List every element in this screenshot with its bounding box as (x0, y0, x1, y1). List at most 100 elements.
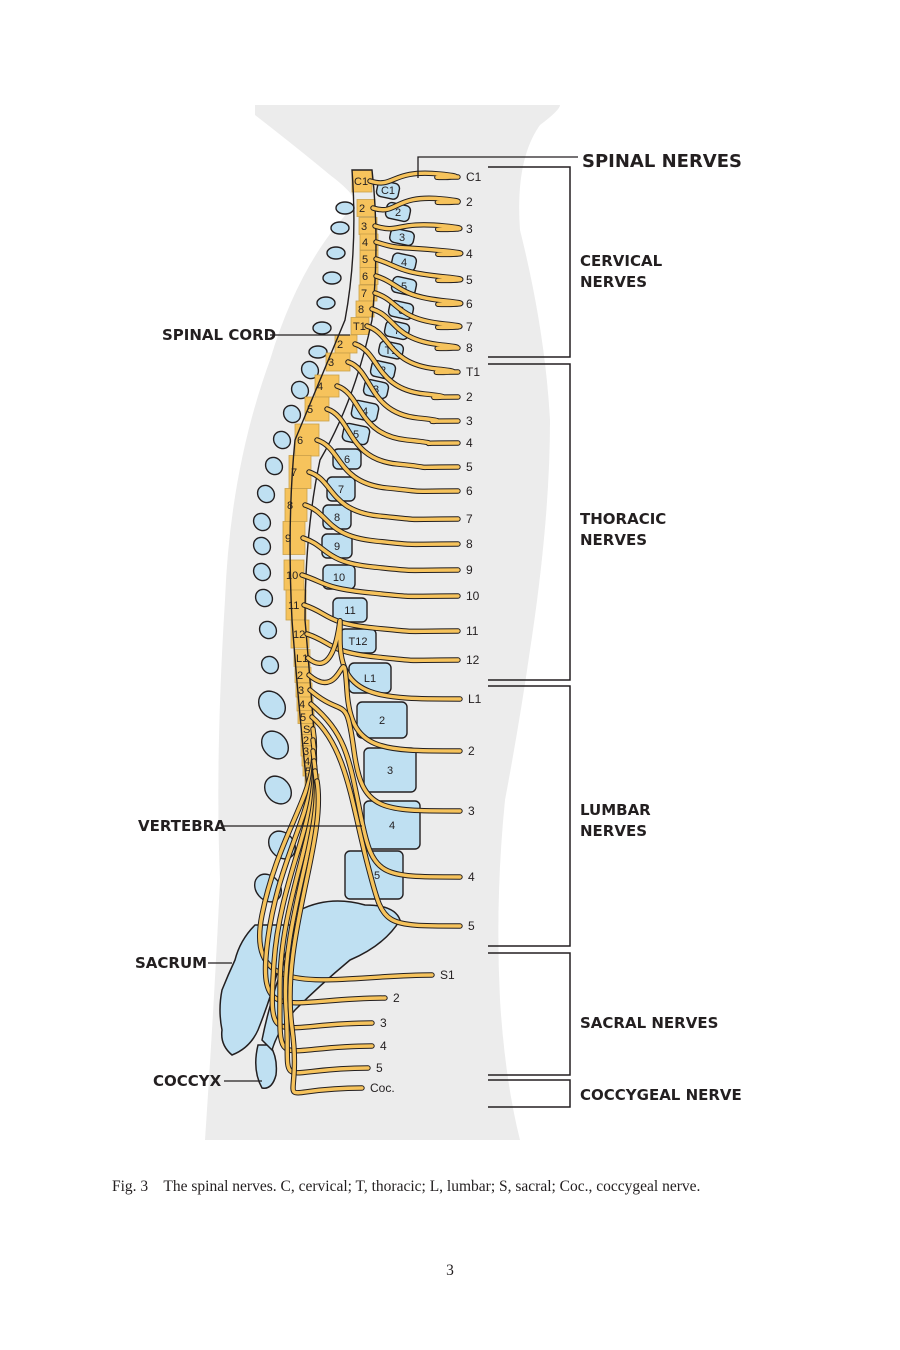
vertebra-label: 4 (389, 820, 395, 832)
vertebra-label: 3 (399, 232, 405, 244)
cord-segment: 10 (283, 559, 305, 591)
vertebra-label: 4 (401, 257, 407, 269)
spinous-process (330, 221, 350, 235)
nerve-labels: C12345678T123456789101112L12345S12345Coc… (370, 170, 482, 1095)
cord-segment: L1 (293, 649, 311, 667)
cord-segment-label: 3 (303, 746, 309, 758)
cord-segment: 9 (282, 521, 306, 555)
nerve-label: 5 (466, 273, 473, 287)
cord-segment-label: 5 (305, 766, 311, 778)
nerve (257, 726, 435, 983)
nerve (277, 758, 375, 1054)
nerve-label: 7 (466, 320, 473, 334)
nerve (367, 170, 461, 186)
spinous-process (260, 730, 290, 760)
nerve (314, 437, 461, 495)
vertebra-label: L1 (364, 673, 376, 685)
caption-text: The spinal nerves. C, cervical; T, thora… (163, 1178, 701, 1195)
caption-label: Fig. 3 (112, 1178, 149, 1195)
cord-segment: 8 (355, 300, 375, 318)
nerve-label: 8 (466, 341, 473, 355)
nerve-label: 9 (466, 563, 473, 577)
cord-segment-label: 11 (288, 600, 299, 612)
bracket-lumbar (488, 685, 571, 947)
diagram-title: SPINAL NERVES (582, 151, 742, 172)
spinous-process (264, 456, 284, 476)
nerve-label: T1 (466, 365, 480, 379)
nerve-label: Coc. (370, 1081, 395, 1095)
spinous-process (256, 484, 276, 504)
vertebral-body: L1 (348, 662, 392, 694)
nerve-label: 10 (466, 589, 480, 603)
spinous-process (308, 345, 328, 359)
vertebral-body: 11 (332, 597, 368, 623)
nerve-label: 5 (466, 460, 473, 474)
nerve (373, 239, 464, 258)
nerve (307, 687, 463, 814)
nerve (287, 778, 365, 1096)
vertebra-label: 7 (338, 484, 344, 496)
nerve-label: 3 (380, 1016, 387, 1030)
nerves (257, 170, 464, 1096)
nerve (308, 701, 463, 880)
nerve (373, 273, 464, 308)
nerve-label: 2 (466, 390, 473, 404)
cord-segment-label: 8 (358, 304, 364, 316)
nerve-label: S1 (440, 968, 455, 982)
nerve (352, 341, 461, 401)
vertebral-body: 3 (389, 227, 415, 247)
vertebra-label: 10 (333, 572, 345, 584)
vertebra-label: C1 (381, 185, 395, 197)
cord-segment: 12 (290, 619, 310, 649)
nerve-label: C1 (466, 170, 482, 184)
spinous-processes (252, 201, 355, 903)
nerve-label: 2 (393, 991, 400, 1005)
vertebral-body: 3 (363, 747, 417, 793)
vertebral-body: 10 (322, 564, 356, 590)
nerve (262, 737, 388, 1006)
cord-segment-label: 7 (291, 467, 297, 479)
nerve-label: 3 (466, 414, 473, 428)
nerve (364, 323, 461, 376)
group-label-coccygeal: COCCYGEAL NERVE (580, 1086, 742, 1104)
vertebra-label: T12 (349, 636, 368, 648)
vertebra-label: 5 (401, 281, 407, 293)
cord-segment-label: 4 (317, 381, 323, 393)
nerve-label: 4 (466, 436, 473, 450)
nerve-label: 6 (466, 297, 473, 311)
cord-segment-label: 5 (300, 712, 306, 724)
spinous-process (322, 271, 342, 285)
vertebra-label: 4 (362, 406, 368, 418)
cord-segment-label: 2 (337, 339, 343, 351)
spinous-process (335, 201, 355, 215)
cord-segment-label: 2 (303, 735, 309, 747)
vertebra-label: 9 (334, 541, 340, 553)
group-label-sacral: SACRAL NERVES (580, 1014, 718, 1032)
spinous-process (252, 536, 272, 556)
cord-segment-label: 12 (293, 629, 305, 641)
spinous-process (312, 321, 332, 335)
bracket-thoracic (488, 363, 571, 681)
cord-segment-label: 6 (362, 271, 368, 283)
cord-segment-label: C1 (354, 176, 368, 188)
bracket-sacral (488, 952, 571, 1076)
cord-segment-label: 9 (285, 533, 291, 545)
vertebra-label: 8 (334, 512, 340, 524)
cord-segment-label: T1 (353, 321, 366, 333)
nerve (301, 602, 461, 635)
nerve (372, 290, 463, 331)
vertebral-body: L5 (344, 850, 404, 900)
nerve-label: 11 (466, 624, 479, 638)
nerve (372, 222, 463, 233)
cord-segment-label: L1 (296, 653, 308, 665)
cord-segment-label: 5 (307, 404, 313, 416)
nerve-label: 8 (466, 537, 473, 551)
cord-segment-label: 4 (362, 237, 368, 249)
bracket-coccygeal (488, 1079, 571, 1108)
figure-caption: Fig. 3 The spinal nerves. C, cervical; T… (112, 1178, 700, 1196)
nerve (370, 195, 461, 213)
nerve (305, 618, 463, 702)
